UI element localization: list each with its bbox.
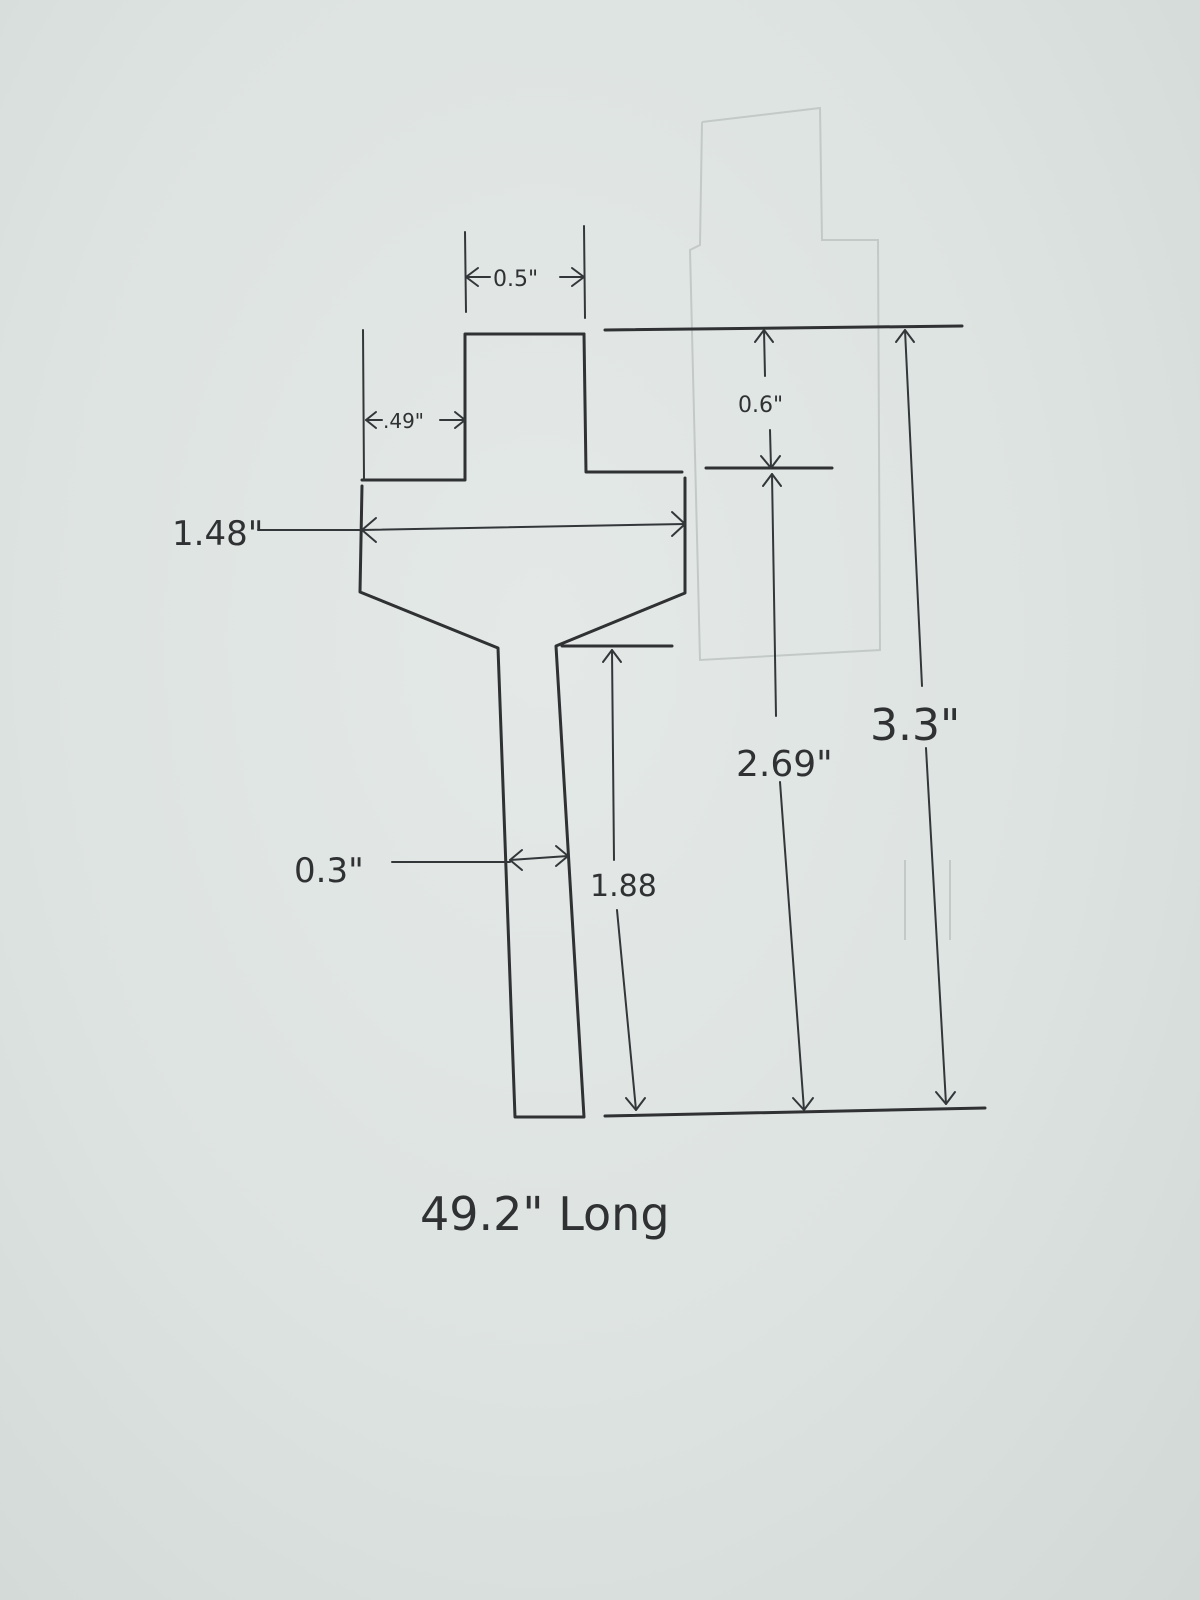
dim-total-height <box>895 329 956 1105</box>
length-note: 49.2" Long <box>420 1187 670 1241</box>
dim-step-width-label: .49" <box>383 409 424 433</box>
dim-top-height <box>603 324 964 470</box>
dim-top-width <box>464 225 586 319</box>
dim-flange-width <box>257 511 686 543</box>
ghost-sketch <box>688 106 951 940</box>
dim-mid-height <box>762 473 814 1111</box>
dim-total-height-label: 3.3" <box>870 700 960 751</box>
dim-stem-length <box>560 644 987 1118</box>
dim-top-height-label: 0.6" <box>738 393 783 418</box>
dim-stem-width <box>391 845 569 871</box>
dim-stem-width-label: 0.3" <box>294 851 364 891</box>
dim-step-width <box>365 411 466 429</box>
dim-stem-length-label: 1.88 <box>590 869 657 904</box>
dim-mid-height-label: 2.69" <box>736 744 833 785</box>
part-profile <box>358 329 687 1119</box>
dim-flange-width-label: 1.48" <box>172 514 263 554</box>
dim-top-width-label: 0.5" <box>493 267 538 292</box>
